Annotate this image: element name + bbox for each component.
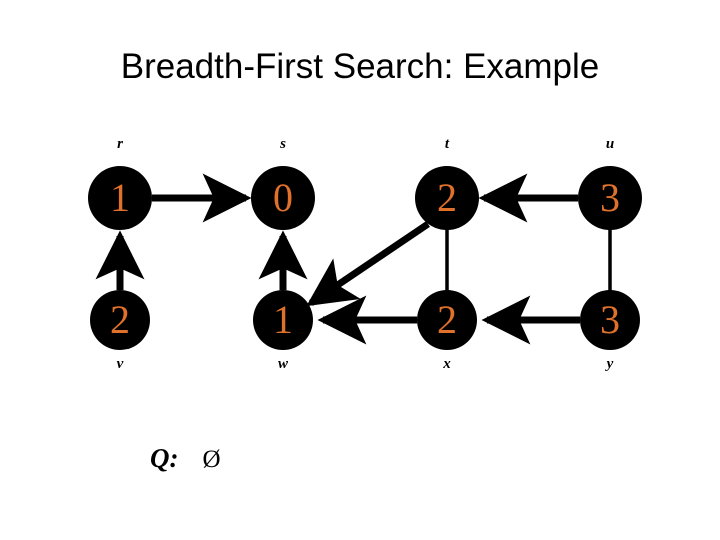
- node-circle-x[interactable]: 2: [417, 290, 477, 350]
- queue-display: Q: Ø: [150, 443, 221, 474]
- node-circle-t[interactable]: 2: [415, 166, 479, 230]
- node-value-w: 1: [273, 297, 293, 342]
- node-value-v: 2: [110, 297, 130, 342]
- node-label-s: s: [280, 136, 286, 152]
- node-circle-w[interactable]: 1: [253, 290, 313, 350]
- node-value-t: 2: [437, 175, 457, 220]
- node-label-w: w: [277, 356, 288, 372]
- queue-label: Q:: [150, 443, 179, 473]
- node-value-s: 0: [273, 175, 293, 220]
- queue-contents: Ø: [202, 446, 221, 473]
- node-circle-s[interactable]: 0: [251, 166, 315, 230]
- node-circle-u[interactable]: 3: [578, 166, 642, 230]
- node-value-y: 3: [600, 297, 620, 342]
- node-label-u: u: [605, 136, 615, 152]
- node-value-r: 1: [110, 175, 130, 220]
- node-value-u: 3: [600, 175, 620, 220]
- node-circle-v[interactable]: 2: [90, 290, 150, 350]
- node-value-x: 2: [437, 297, 457, 342]
- node-label-y: y: [606, 356, 614, 372]
- node-label-x: x: [443, 356, 451, 372]
- page-title: Breadth-First Search: Example: [120, 47, 600, 86]
- node-circle-r[interactable]: 1: [88, 166, 152, 230]
- edge-t-to-w: [306, 221, 430, 307]
- node-label-v: v: [116, 356, 124, 372]
- node-label-r: r: [117, 136, 123, 152]
- node-circle-y[interactable]: 3: [580, 290, 640, 350]
- node-label-t: t: [444, 136, 450, 152]
